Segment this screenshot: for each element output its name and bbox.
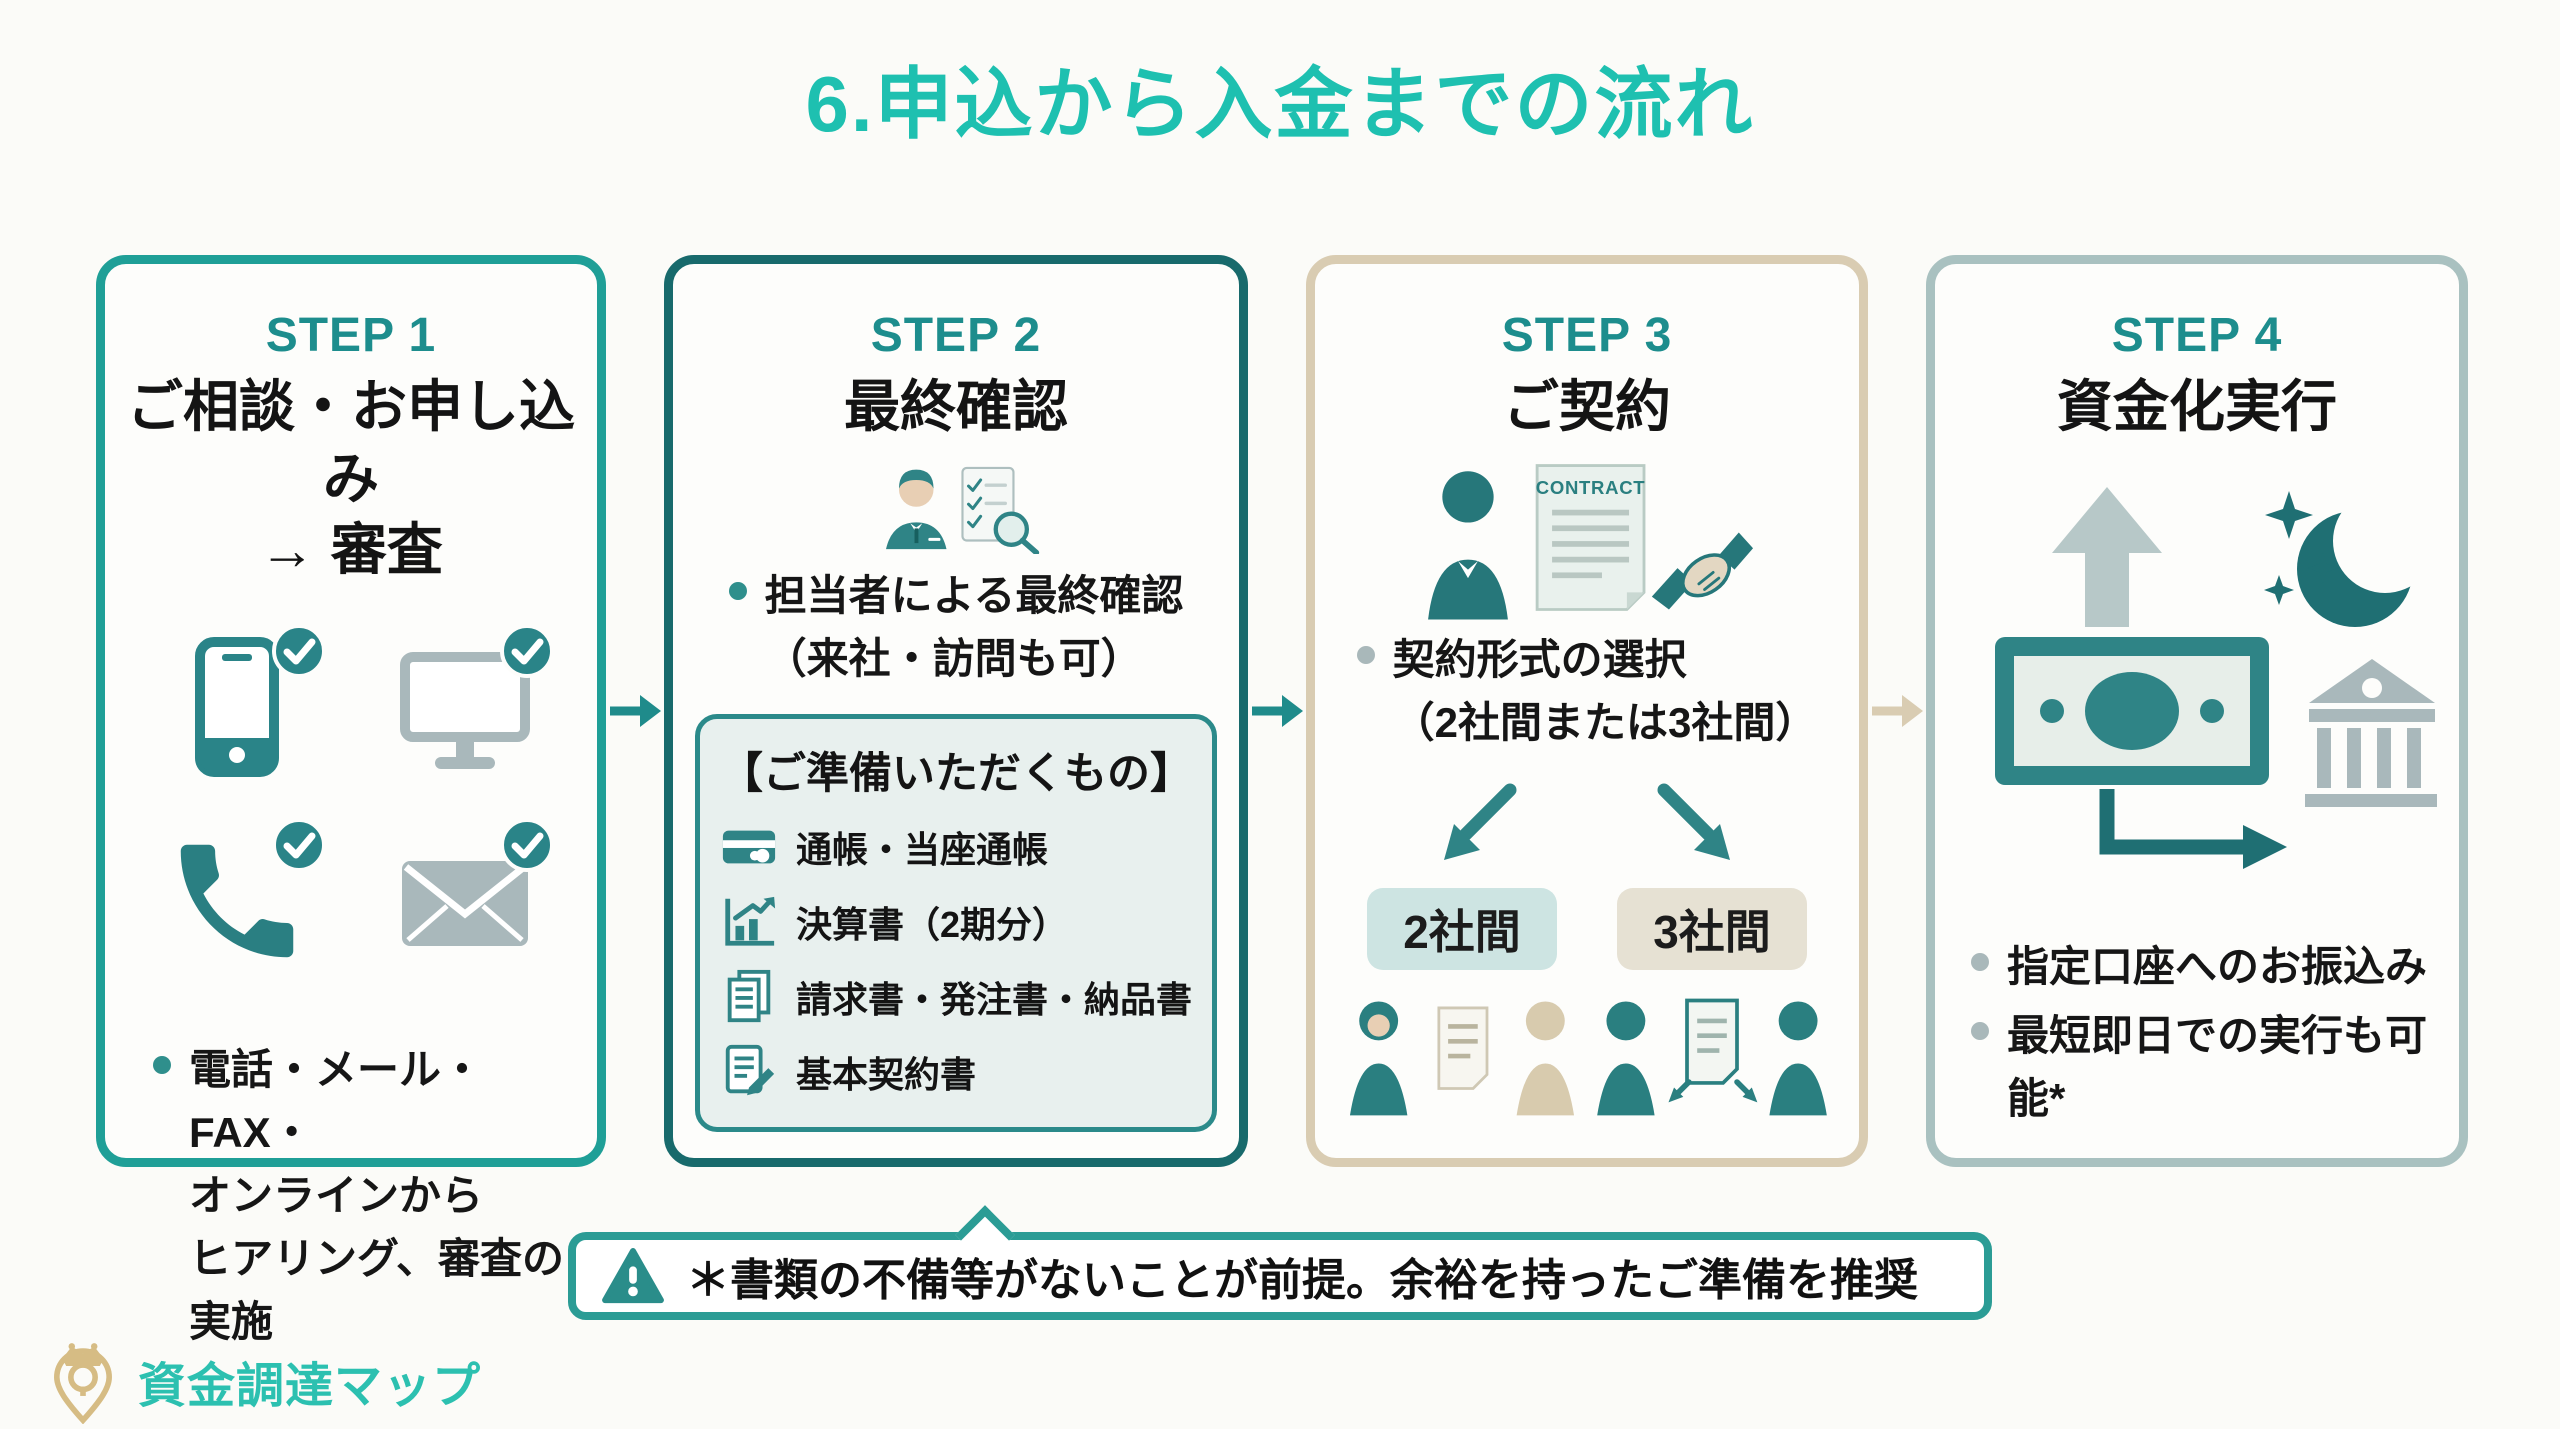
- step1-card: STEP 1 ご相談・お申し込み → 審査: [96, 255, 606, 1345]
- step1-bullet-line3: ヒアリング、審査の実施: [189, 1235, 565, 1346]
- financial-chart-icon: [725, 896, 776, 946]
- agent-checklist-magnifier-icon: [885, 466, 1040, 554]
- step1-title-line2: → 審査: [259, 518, 443, 582]
- step3-bullet-line2: （2社間または3社間）: [1392, 699, 1818, 746]
- smartphone-channel: [162, 624, 326, 782]
- two-party-icon: [1349, 1001, 1575, 1116]
- step1-to-step2-connector: [606, 255, 664, 1167]
- step2-to-step3-connector: [1248, 255, 1306, 1167]
- prepare-item: 通帳・当座通帳: [720, 818, 1192, 876]
- step3-label: STEP 3: [1501, 309, 1673, 362]
- monitor-icon: [399, 652, 530, 770]
- right-arrow-icon: [1872, 695, 1923, 727]
- check-badge-icon: [271, 624, 326, 679]
- prepare-box: 【ご準備いただくもの】 通帳・当座通帳: [694, 714, 1217, 1132]
- moon-stars-icon: [2264, 488, 2437, 627]
- step1-bullet: 電話・メール・FAX・ オンラインから ヒアリング、審査の実施: [127, 1038, 575, 1353]
- up-arrow-icon: [2052, 486, 2162, 627]
- step4-label: STEP 4: [2111, 309, 2283, 362]
- prepare-item-text: 基本契約書: [795, 1054, 976, 1095]
- step2-bullet-line2: （来社・訪問も可）: [764, 635, 1143, 682]
- prepare-item: 決算書（2期分）: [720, 893, 1192, 951]
- logo-text: 資金調達マップ: [138, 1360, 482, 1413]
- contract-options: 2社間 3社間: [1337, 888, 1837, 970]
- bullet-dot: [153, 1056, 171, 1075]
- contract-option-illustrations: [1337, 982, 1837, 1132]
- step2-card: STEP 2 最終確認 担当者による最: [663, 255, 1248, 1167]
- check-badge-icon: [499, 818, 554, 873]
- funding-execution-icon: [1995, 486, 2437, 869]
- step4-bullets: 指定口座へのお振込み 最短即日での実行も可能*: [1957, 929, 2437, 1130]
- step3-bullet-line1: 契約形式の選択: [1392, 636, 1687, 683]
- phone-icon: [180, 844, 294, 958]
- contract-edit-icon: [725, 1044, 775, 1096]
- brand-logo: 資金調達マップ: [40, 1338, 481, 1424]
- step3-bullet-text: 契約形式の選択 （2社間または3社間）: [1393, 628, 1818, 754]
- branch-arrows: [1432, 776, 1742, 872]
- envelope-icon: [401, 861, 528, 947]
- step1-bullet-text: 電話・メール・FAX・ オンラインから ヒアリング、審査の実施: [189, 1038, 575, 1353]
- warning-callout: ＊書類の不備等がないことが前提。余裕を持ったご準備を推奨: [568, 1205, 1992, 1320]
- step4-bullet1-text: 指定口座へのお振込み: [2007, 942, 2428, 990]
- bank-icon: [2305, 658, 2437, 807]
- step2-title: 最終確認: [843, 375, 1068, 438]
- passbook-icon: [722, 830, 776, 864]
- prepare-item-text: 通帳・当座通帳: [795, 829, 1048, 870]
- check-badge-icon: [271, 818, 326, 873]
- right-arrow-icon: [1252, 695, 1303, 727]
- documents-icon: [727, 969, 771, 1023]
- step1-label: STEP 1: [265, 309, 437, 362]
- prepare-item: 請求書・発注書・納品書: [720, 968, 1192, 1026]
- smartphone-icon: [194, 637, 279, 778]
- step3-title: ご契約: [1503, 375, 1671, 438]
- prepare-item-text: 決算書（2期分）: [795, 904, 1069, 945]
- step1-bullet-line2: オンラインから: [189, 1172, 484, 1220]
- steps-row: STEP 1 ご相談・お申し込み → 審査: [96, 255, 2468, 1345]
- step3-card: STEP 3 ご契約 CONTRACT: [1306, 255, 1868, 1167]
- prepare-item: 基本契約書: [720, 1043, 1192, 1101]
- prepare-item-text: 請求書・発注書・納品書: [795, 979, 1192, 1020]
- warning-triangle-icon: [602, 1247, 664, 1304]
- step4-card: STEP 4 資金化実行: [1926, 255, 2468, 1167]
- step2-label: STEP 2: [870, 309, 1042, 362]
- contract-doc-label: CONTRACT: [1536, 477, 1646, 498]
- step2-bullet-line1: 担当者による最終確認: [764, 572, 1184, 619]
- down-right-arrow-icon: [1657, 783, 1730, 860]
- warning-text: ＊書類の不備等がないことが前提。余裕を持ったご準備を推奨: [686, 1256, 1918, 1305]
- page-title: 6.申込から入金までの流れ: [805, 60, 1755, 148]
- step1-bullet-line1: 電話・メール・FAX・: [189, 1046, 484, 1157]
- right-arrow-icon: [609, 695, 661, 727]
- step2-bullet: 担当者による最終確認 （来社・訪問も可）: [728, 564, 1184, 690]
- phone-channel: [162, 818, 326, 976]
- step1-title: ご相談・お申し込み → 審査: [127, 371, 575, 586]
- map-pin-crown-icon: [54, 1343, 112, 1424]
- two-party-chip: 2社間: [1367, 888, 1557, 970]
- step4-bullet2: 最短即日での実行も可能*: [1971, 1004, 2437, 1130]
- banknote-icon: [1995, 636, 2269, 785]
- step3-to-step4-connector: [1868, 255, 1926, 1167]
- contact-channel-icons: [162, 624, 554, 976]
- bullet-dot: [1971, 1021, 1989, 1040]
- monitor-channel: [390, 624, 554, 782]
- step4-bullet1: 指定口座へのお振込み: [1971, 935, 2437, 998]
- mail-channel: [390, 818, 554, 976]
- step4-bullet2-text: 最短即日での実行も可能*: [2007, 1011, 2428, 1122]
- bullet-dot: [1971, 952, 1989, 971]
- step4-title: 資金化実行: [2057, 375, 2337, 438]
- check-badge-icon: [499, 624, 554, 679]
- step2-bullet-text: 担当者による最終確認 （来社・訪問も可）: [765, 564, 1184, 690]
- bullet-dot: [1356, 646, 1375, 664]
- down-left-arrow-icon: [1444, 783, 1517, 860]
- three-party-icon: [1597, 998, 1827, 1116]
- bullet-dot: [728, 582, 747, 600]
- elbow-arrow-icon: [2099, 788, 2287, 869]
- businessman-contract-handshake-icon: CONTRACT: [1428, 463, 1754, 620]
- prepare-heading: 【ご準備いただくもの】: [719, 750, 1193, 798]
- three-party-chip: 3社間: [1617, 888, 1807, 970]
- step3-bullet: 契約形式の選択 （2社間または3社間）: [1356, 628, 1818, 754]
- step1-title-line1: ご相談・お申し込み: [127, 375, 575, 510]
